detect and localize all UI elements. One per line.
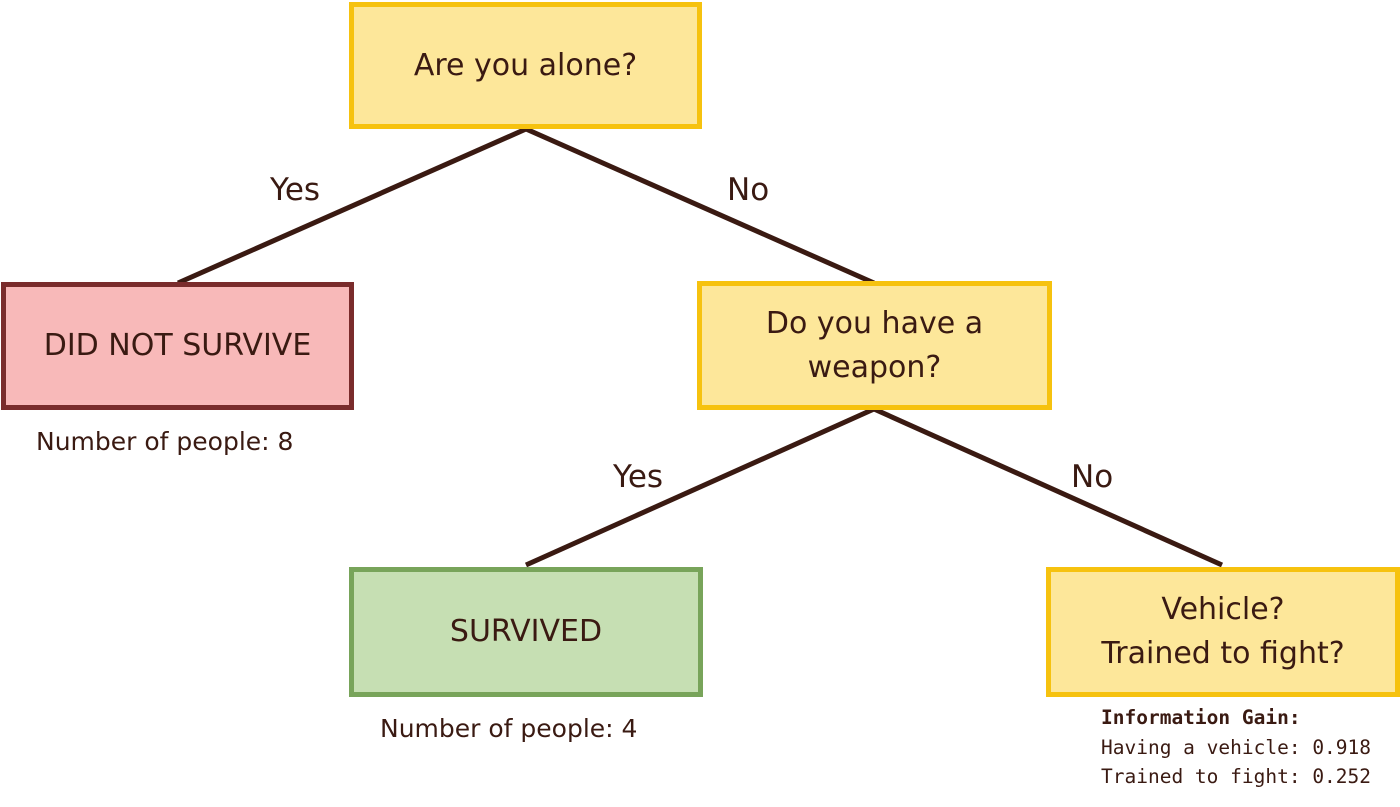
weapon-question-line2: weapon? xyxy=(807,349,942,385)
root-question-text: Are you alone? xyxy=(413,47,638,83)
information-gain-block: Information Gain: Having a vehicle: 0.91… xyxy=(1101,703,1371,792)
weapon-question-line1: Do you have a xyxy=(765,305,984,341)
weapon-question-node: Do you have a weapon? xyxy=(697,281,1052,410)
root-question-node: Are you alone? xyxy=(349,2,702,129)
edge-root-yes xyxy=(176,126,528,286)
edge-root-no xyxy=(524,126,876,286)
vehicle-question-line2: Trained to fight? xyxy=(1101,636,1345,671)
survived-label: SURVIVED xyxy=(449,614,603,649)
information-gain-title: Information Gain: xyxy=(1101,706,1301,729)
edge-label-root-no: No xyxy=(727,172,770,208)
survived-count: Number of people: 4 xyxy=(380,714,638,743)
information-gain-vehicle: Having a vehicle: 0.918 xyxy=(1101,735,1372,759)
vehicle-question-node: Vehicle? Trained to fight? xyxy=(1046,567,1400,697)
did-not-survive-node: DID NOT SURVIVE xyxy=(1,282,354,410)
did-not-survive-label: DID NOT SURVIVE xyxy=(43,328,312,363)
information-gain-trained: Trained to fight: 0.252 xyxy=(1101,765,1372,788)
survived-node: SURVIVED xyxy=(349,567,703,697)
edge-weapon-yes xyxy=(524,406,876,568)
did-not-survive-count: Number of people: 8 xyxy=(36,427,294,456)
edge-label-weapon-no: No xyxy=(1071,459,1114,495)
edge-label-root-yes: Yes xyxy=(270,172,321,208)
edge-weapon-no xyxy=(872,406,1224,568)
edge-label-weapon-yes: Yes xyxy=(613,459,664,495)
vehicle-question-line1: Vehicle? xyxy=(1161,592,1285,627)
